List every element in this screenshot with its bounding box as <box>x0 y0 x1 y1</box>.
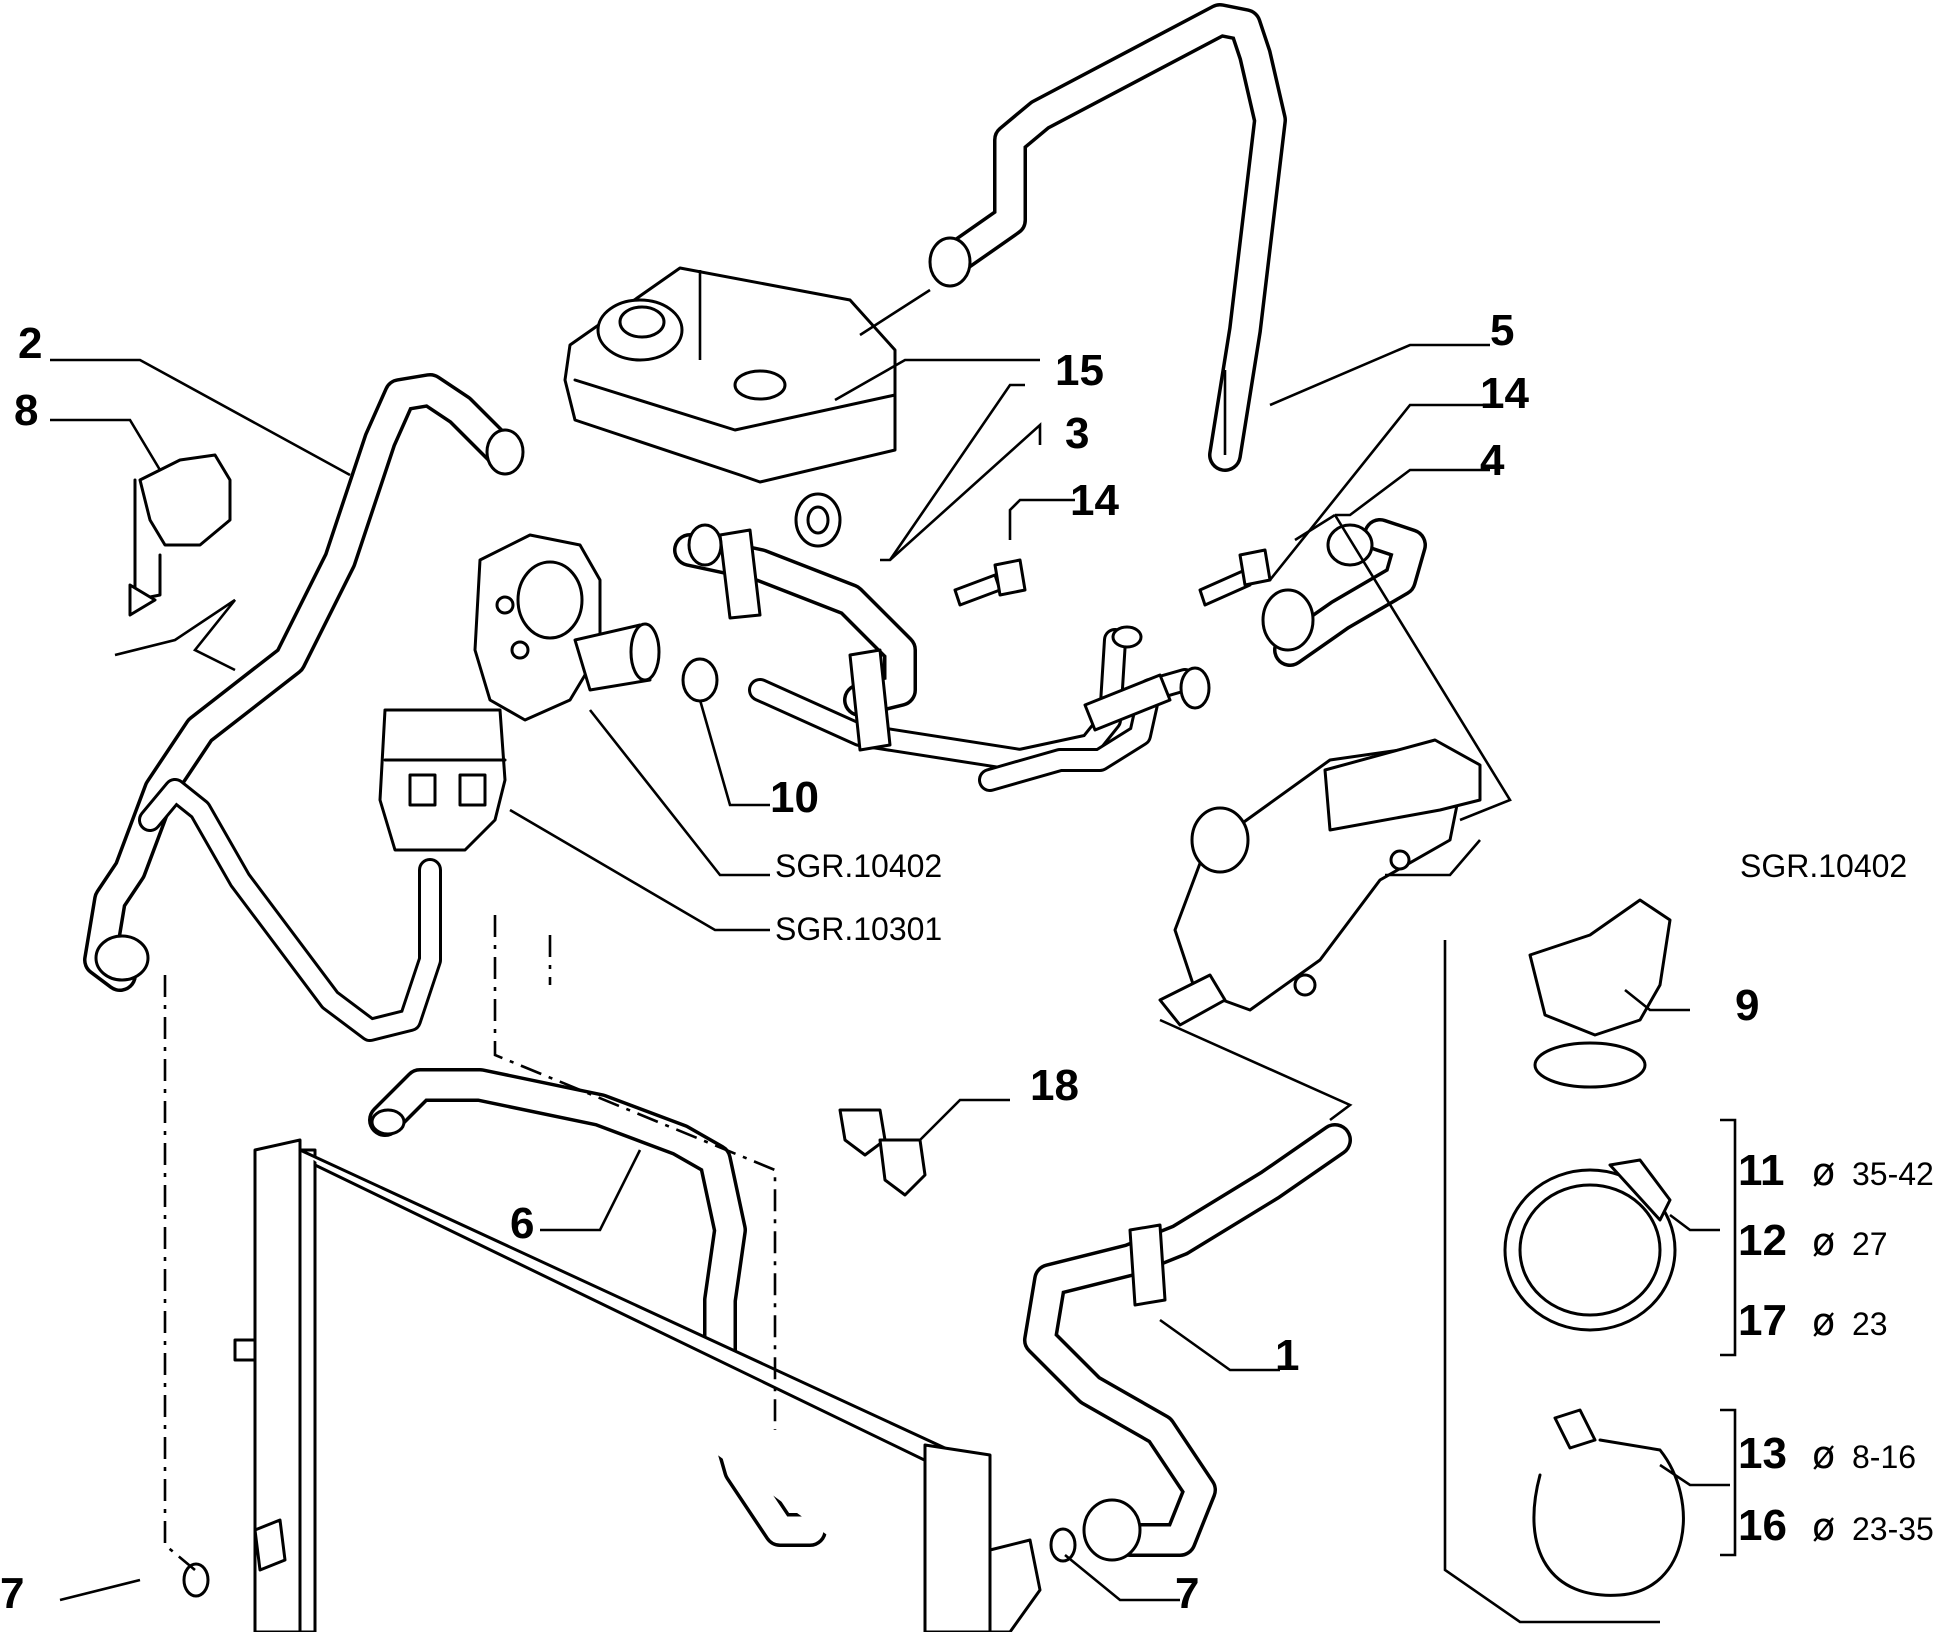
callout-14-top: 14 <box>1480 369 1529 418</box>
callout-14-mid: 14 <box>1070 476 1119 525</box>
callout-1: 1 <box>1275 1331 1299 1380</box>
callout-18: 18 <box>1030 1061 1079 1110</box>
hose-6 <box>368 1068 827 1547</box>
spec-size: 23-35 <box>1852 1511 1934 1547</box>
reference-label-sgr-10402-left: SGR.10402 <box>775 848 942 884</box>
clamp-spec-11: 11 ø 35-42 <box>1738 1146 1934 1195</box>
radiator <box>233 1138 1042 1632</box>
o-ring-10 <box>681 657 719 703</box>
callout-2: 2 <box>18 319 42 368</box>
bolt-14-right <box>1198 548 1272 607</box>
diameter-icon: ø <box>1812 1505 1835 1549</box>
clamp-13-16 <box>1532 1408 1685 1597</box>
bolt-14-middle <box>953 558 1027 607</box>
clamp-spec-17: 17 ø 23 <box>1738 1296 1888 1345</box>
thermostat-housing-right <box>1158 738 1482 1027</box>
diameter-icon: ø <box>1812 1433 1835 1477</box>
reference-label-sgr-10402-right: SGR.10402 <box>1740 848 1907 884</box>
callout-15: 15 <box>1055 346 1104 395</box>
clamp-spec-12: 12 ø 27 <box>1738 1216 1888 1265</box>
hose-5 <box>928 3 1287 472</box>
o-ring-7-left <box>182 1562 210 1598</box>
callout-5: 5 <box>1490 306 1514 355</box>
clamp-11-12-17 <box>1503 1158 1677 1332</box>
spec-number: 13 <box>1738 1429 1787 1478</box>
spec-number: 11 <box>1738 1146 1785 1195</box>
thermostat-housing-left <box>473 533 661 722</box>
pipe-assembly-3 <box>673 523 1211 792</box>
spec-size: 8-16 <box>1852 1439 1916 1475</box>
hose-4 <box>1261 518 1427 667</box>
hose-1 <box>1023 1123 1352 1562</box>
o-ring-7-right <box>1049 1527 1077 1563</box>
spec-number: 16 <box>1738 1501 1787 1550</box>
callout-10: 10 <box>770 773 819 822</box>
callout-7-right: 7 <box>1175 1569 1199 1618</box>
callout-3: 3 <box>1065 409 1089 458</box>
assembly-lines <box>163 915 777 1571</box>
clamp-9 <box>1528 898 1672 1089</box>
filter-unit <box>378 708 507 852</box>
spec-size: 27 <box>1852 1226 1888 1262</box>
clip-18 <box>838 1108 927 1197</box>
callout-7-left: 7 <box>0 1569 24 1618</box>
callout-6: 6 <box>510 1199 534 1248</box>
expansion-tank <box>563 266 931 484</box>
diameter-icon: ø <box>1812 1150 1835 1194</box>
clamp-spec-16: 16 ø 23-35 <box>1738 1501 1934 1550</box>
reference-label-sgr-10301: SGR.10301 <box>775 911 942 947</box>
seal-15 <box>794 492 842 548</box>
spec-size: 35-42 <box>1852 1156 1934 1192</box>
callout-8: 8 <box>14 386 38 435</box>
diameter-icon: ø <box>1812 1300 1835 1344</box>
callout-9: 9 <box>1735 981 1759 1030</box>
leader-lines <box>50 343 1737 1624</box>
bracket-8 <box>128 453 232 617</box>
clamp-spec-13: 13 ø 8-16 <box>1738 1429 1916 1478</box>
spec-number: 12 <box>1738 1216 1787 1265</box>
diameter-icon: ø <box>1812 1220 1835 1264</box>
spec-number: 17 <box>1738 1296 1787 1345</box>
hose-2 <box>83 373 525 1042</box>
engine-marker <box>114 598 237 672</box>
spec-size: 23 <box>1852 1306 1888 1342</box>
callout-4: 4 <box>1480 436 1505 485</box>
